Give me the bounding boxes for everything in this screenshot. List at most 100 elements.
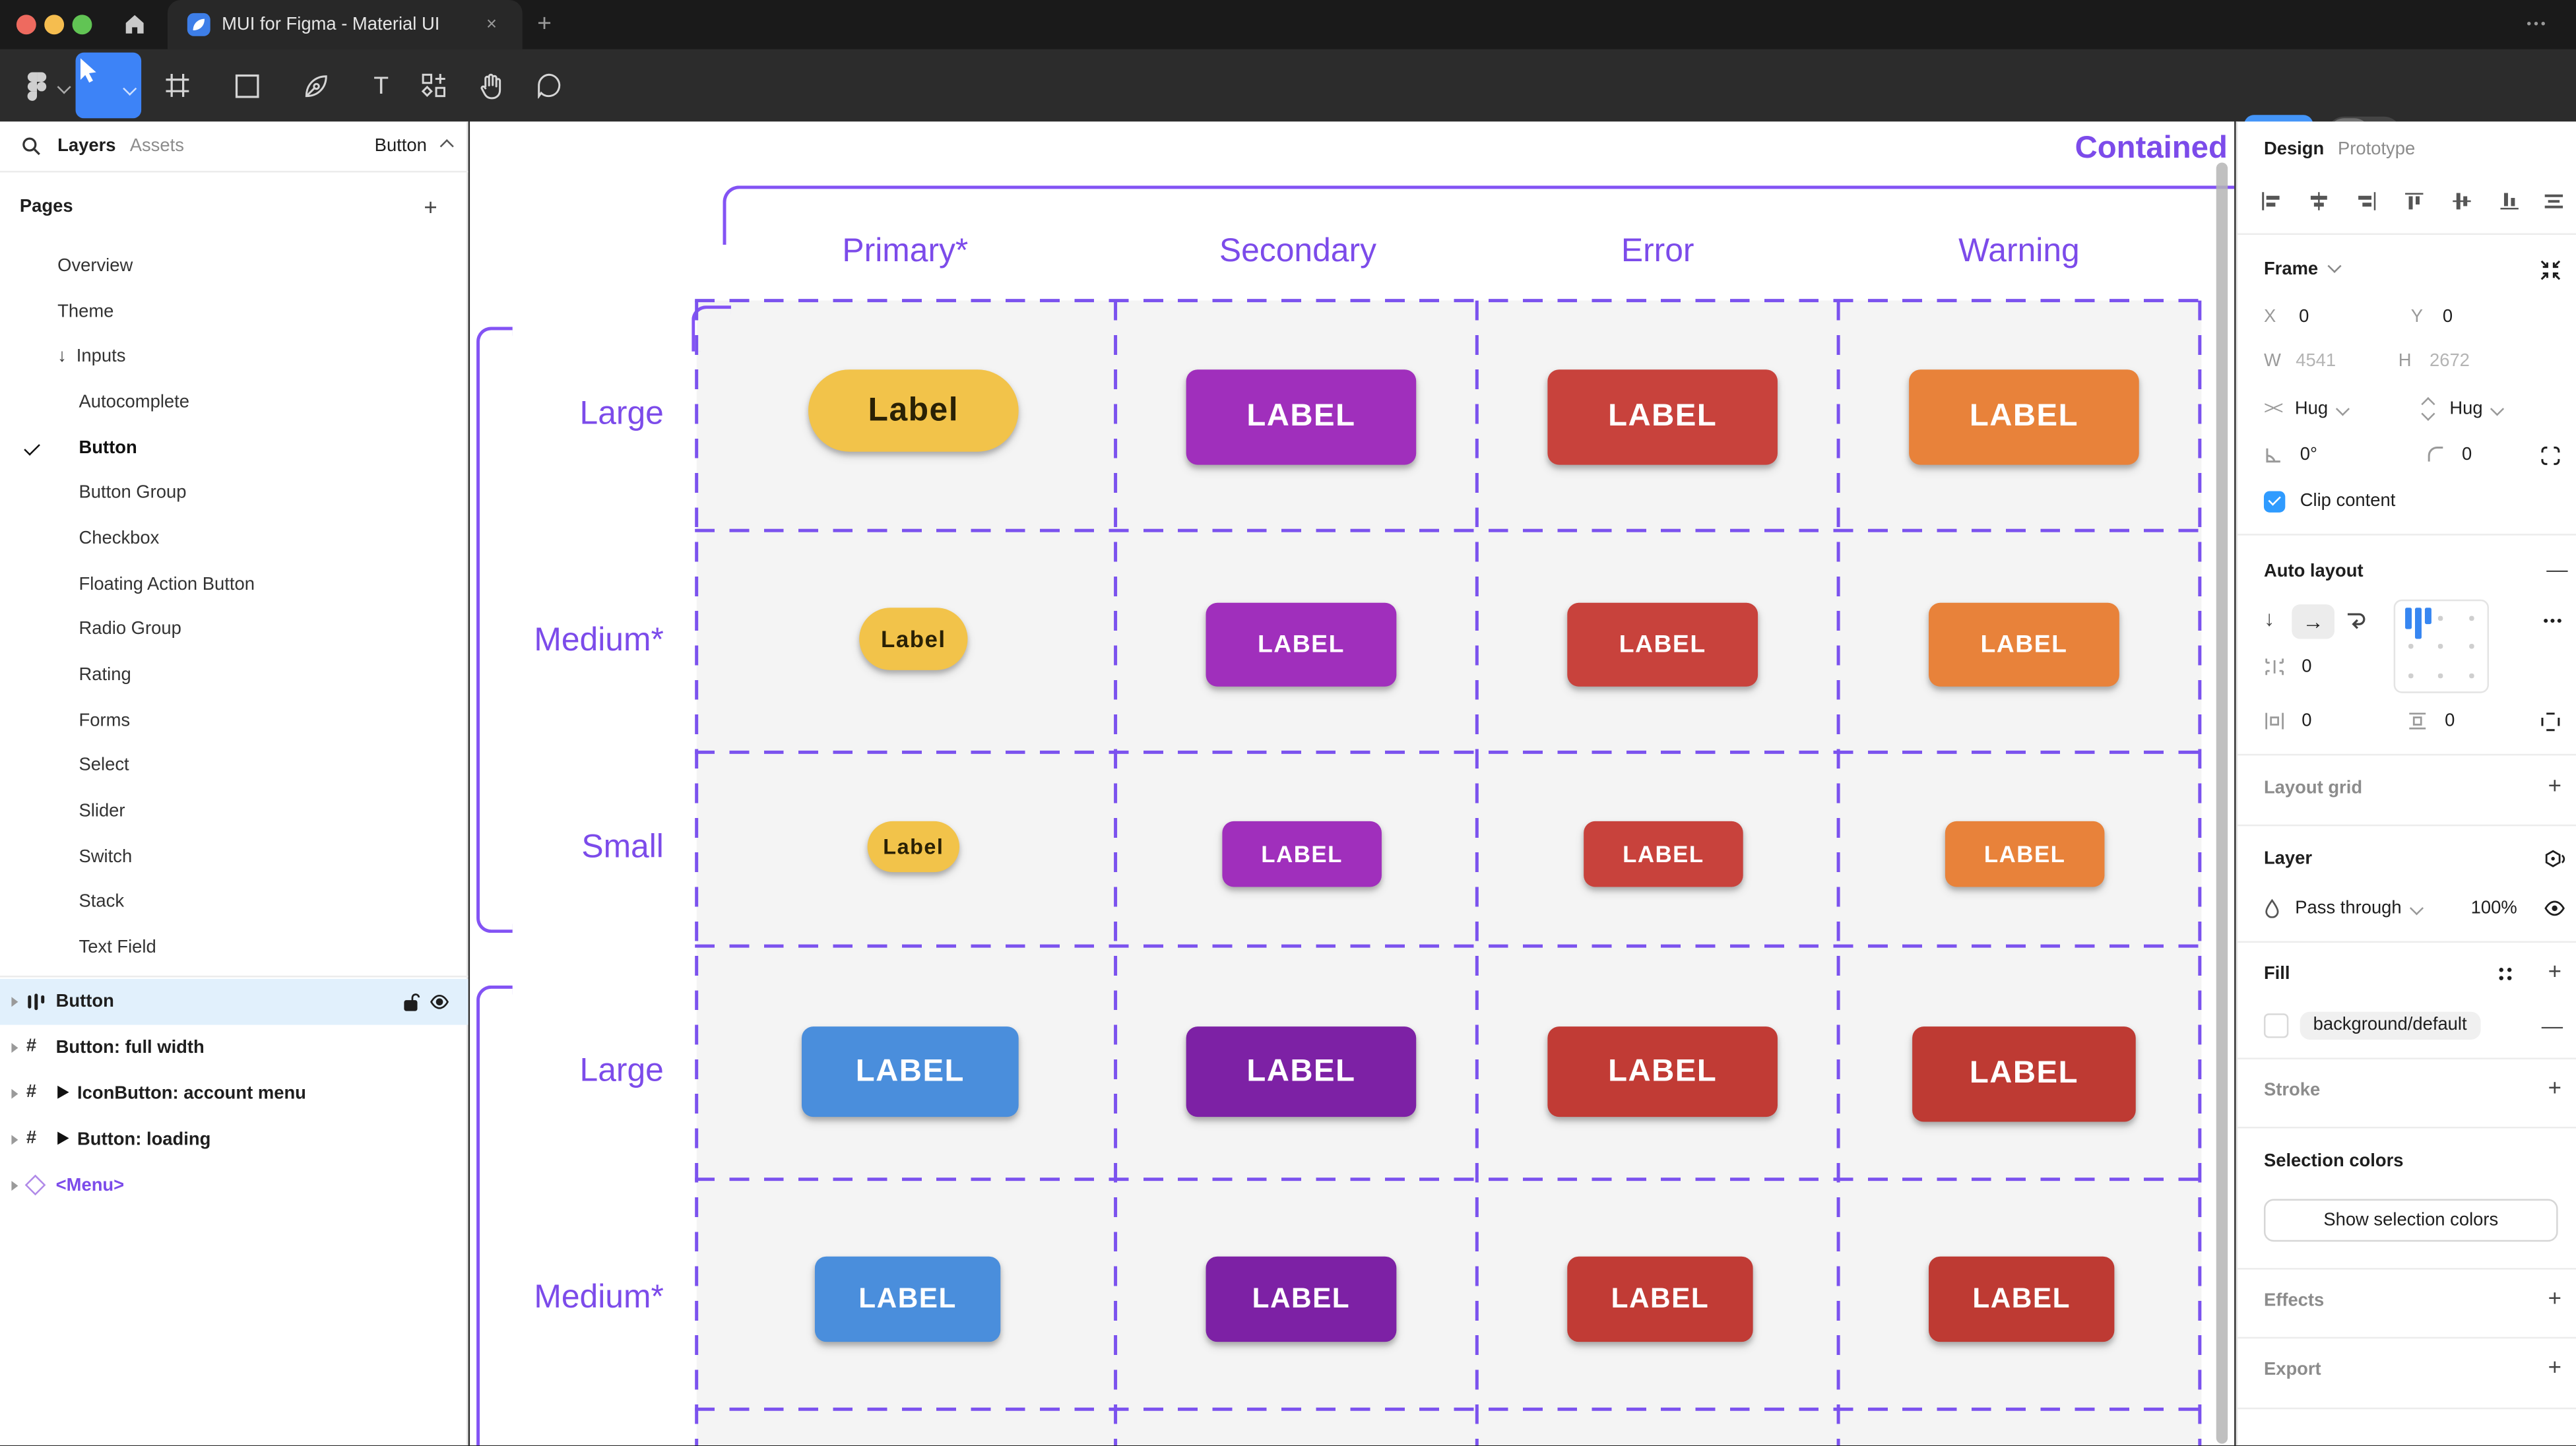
frame-section-header[interactable]: Frame	[2264, 259, 2340, 279]
move-tool-button[interactable]	[76, 53, 142, 119]
collapse-panel-icon[interactable]	[2540, 259, 2561, 280]
shape-tool-button[interactable]	[227, 49, 267, 122]
padding-fields[interactable]: 0 0	[2264, 710, 2560, 733]
button-small-error[interactable]: LABEL	[1584, 821, 1743, 887]
figma-menu-icon[interactable]	[16, 49, 56, 122]
unlocked-icon[interactable]	[401, 992, 421, 1012]
close-window-button[interactable]	[16, 15, 36, 34]
show-selection-colors-button[interactable]: Show selection colors	[2264, 1199, 2558, 1242]
gap-field[interactable]: 0	[2264, 655, 2379, 678]
button-large-error[interactable]: LABEL	[1547, 369, 1778, 464]
hand-tool-button[interactable]	[472, 49, 511, 122]
layer-row-menu-component[interactable]: <Menu>	[0, 1163, 468, 1209]
align-bottom-icon[interactable]	[2499, 191, 2520, 212]
direction-down-icon[interactable]: ↓	[2264, 606, 2274, 631]
button-large2-error[interactable]: LABEL	[1547, 1026, 1778, 1117]
independent-padding-icon[interactable]	[2540, 710, 2561, 732]
search-icon[interactable]	[21, 137, 41, 156]
menu-chevron-icon[interactable]	[57, 80, 71, 94]
frame-tool-button[interactable]	[158, 49, 197, 122]
fill-row[interactable]: background/default —	[2264, 1009, 2560, 1042]
tab-layers[interactable]: Layers	[57, 121, 115, 171]
button-medium2-secondary[interactable]: LABEL	[1206, 1257, 1397, 1342]
page-item-forms[interactable]: Forms	[0, 698, 468, 743]
button-small-primary[interactable]: Label	[868, 821, 959, 872]
independent-corners-icon[interactable]	[2540, 444, 2561, 465]
layer-row-iconbutton-account-menu[interactable]: # IconButton: account menu	[0, 1071, 468, 1117]
button-medium2-error[interactable]: LABEL	[1567, 1257, 1753, 1342]
page-item-switch[interactable]: Switch	[0, 834, 468, 880]
align-v-center-icon[interactable]	[2451, 191, 2472, 212]
auto-layout-more-icon[interactable]: •••	[2543, 613, 2563, 629]
tab-design[interactable]: Design	[2264, 128, 2324, 171]
resources-tool-button[interactable]	[414, 49, 453, 122]
layer-row-button-loading[interactable]: # Button: loading	[0, 1117, 468, 1163]
layer-row-button-full-width[interactable]: # Button: full width	[0, 1025, 468, 1071]
page-item-checkbox[interactable]: Checkbox	[0, 516, 468, 561]
zoom-window-button[interactable]	[73, 15, 92, 34]
button-medium2-primary[interactable]: LABEL	[815, 1257, 1000, 1342]
home-icon[interactable]	[121, 11, 148, 38]
component-selector[interactable]: Button	[375, 121, 452, 171]
canvas-scrollbar[interactable]	[2216, 162, 2228, 1443]
minimize-window-button[interactable]	[44, 15, 64, 34]
page-item-floating-action-button[interactable]: Floating Action Button	[0, 561, 468, 607]
add-effect-button[interactable]: +	[2548, 1284, 2561, 1311]
button-medium-error[interactable]: LABEL	[1567, 603, 1758, 687]
button-large-primary[interactable]: Label	[808, 369, 1019, 451]
wrap-icon[interactable]	[2344, 608, 2367, 631]
button-large2-warning[interactable]: LABEL	[1912, 1026, 2136, 1121]
remove-auto-layout-button[interactable]: —	[2546, 557, 2567, 581]
page-item-radio-group[interactable]: Radio Group	[0, 607, 468, 652]
rotation-radius-fields[interactable]: 0° 0	[2264, 443, 2560, 466]
button-large2-primary[interactable]: LABEL	[802, 1026, 1019, 1117]
distribute-icon[interactable]	[2543, 191, 2564, 212]
size-fields[interactable]: W4541 H2672	[2264, 350, 2560, 373]
page-item-text-field[interactable]: Text Field	[0, 926, 468, 971]
file-tab[interactable]: MUI for Figma - Material UI ×	[168, 0, 523, 49]
add-page-button[interactable]: +	[424, 194, 437, 220]
comment-tool-button[interactable]	[529, 49, 569, 122]
alignment-widget[interactable]	[2394, 600, 2489, 693]
button-large2-secondary[interactable]: LABEL	[1186, 1026, 1417, 1117]
align-right-icon[interactable]	[2356, 191, 2377, 212]
align-h-center-icon[interactable]	[2308, 191, 2329, 212]
button-small-secondary[interactable]: LABEL	[1222, 821, 1382, 887]
new-tab-button[interactable]: +	[537, 0, 552, 49]
tab-prototype[interactable]: Prototype	[2338, 128, 2415, 171]
button-medium-secondary[interactable]: LABEL	[1206, 603, 1397, 687]
page-item-select[interactable]: Select	[0, 743, 468, 789]
page-item-theme[interactable]: Theme	[0, 288, 468, 334]
button-large-secondary[interactable]: LABEL	[1186, 369, 1417, 464]
add-fill-button[interactable]: +	[2548, 958, 2561, 984]
blend-mode-icon[interactable]	[2543, 849, 2566, 870]
add-stroke-button[interactable]: +	[2548, 1074, 2561, 1100]
button-medium2-warning[interactable]: LABEL	[1929, 1257, 2114, 1342]
page-item-button[interactable]: Button	[0, 425, 468, 470]
direction-right-icon[interactable]: →	[2292, 604, 2334, 639]
add-layout-grid-button[interactable]: +	[2548, 772, 2561, 798]
fill-color-swatch[interactable]	[2264, 1013, 2288, 1037]
button-medium-primary[interactable]: Label	[859, 608, 967, 670]
button-small-warning[interactable]: LABEL	[1945, 821, 2105, 887]
remove-fill-button[interactable]: —	[2542, 1013, 2563, 1037]
page-item-inputs[interactable]: ↓Inputs	[0, 334, 468, 379]
layer-row-button[interactable]: Button	[0, 979, 468, 1025]
button-large-warning[interactable]: LABEL	[1909, 369, 2139, 464]
align-top-icon[interactable]	[2404, 191, 2425, 212]
hug-fields[interactable]: >< Hug Hug	[2264, 398, 2560, 421]
text-tool-button[interactable]: T	[363, 49, 399, 122]
window-overflow-icon[interactable]: •••	[2527, 0, 2548, 49]
add-export-button[interactable]: +	[2548, 1354, 2561, 1380]
page-item-slider[interactable]: Slider	[0, 789, 468, 834]
styles-icon[interactable]	[2497, 966, 2513, 982]
tab-assets[interactable]: Assets	[130, 121, 184, 171]
pen-tool-button[interactable]	[296, 49, 335, 122]
layer-visible-icon[interactable]	[2543, 898, 2566, 918]
page-item-overview[interactable]: Overview	[0, 243, 468, 288]
clip-content-checkbox[interactable]: Clip content	[2264, 489, 2560, 513]
page-item-rating[interactable]: Rating	[0, 652, 468, 698]
blend-opacity-row[interactable]: Pass through 100%	[2264, 896, 2560, 920]
canvas[interactable]: Contained Primary* Secondary Error Warni…	[470, 121, 2234, 1445]
move-tool-chevron-icon[interactable]	[123, 82, 137, 96]
